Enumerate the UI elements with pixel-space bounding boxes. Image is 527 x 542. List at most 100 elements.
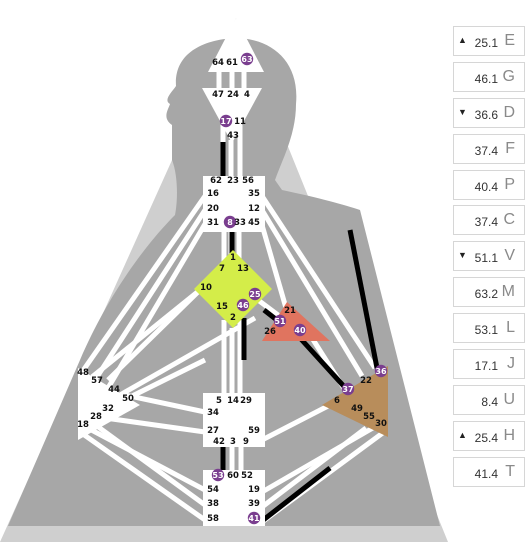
active-gate-marker bbox=[341, 382, 355, 396]
gate-28: 28 bbox=[90, 412, 102, 422]
gate-48: 48 bbox=[77, 368, 89, 378]
planet-gate-value: 36.6 bbox=[474, 107, 498, 122]
gate-55: 55 bbox=[363, 412, 375, 422]
gate-50: 50 bbox=[122, 394, 134, 404]
gate-59: 59 bbox=[248, 426, 260, 436]
gate-36: 36 bbox=[375, 367, 387, 376]
planet-gate-value: 37.4 bbox=[474, 215, 498, 230]
gate-60: 60 bbox=[227, 471, 239, 481]
venus-icon: V bbox=[504, 247, 515, 265]
gate-15: 15 bbox=[216, 302, 228, 312]
uranus-icon: U bbox=[503, 390, 515, 408]
gate-46: 46 bbox=[237, 301, 249, 310]
direction-arrow-icon: ▼ bbox=[458, 250, 467, 261]
gate-53: 53 bbox=[212, 471, 223, 480]
gate-47: 47 bbox=[212, 90, 224, 100]
planet-row: 8.4 U bbox=[453, 384, 525, 415]
defined-channels bbox=[220, 142, 380, 523]
gate-29: 29 bbox=[240, 396, 252, 406]
gate-19: 19 bbox=[248, 485, 260, 495]
gate-40: 40 bbox=[294, 326, 306, 335]
ego-center bbox=[262, 302, 330, 341]
active-gate-marker bbox=[240, 52, 254, 66]
planet-gate-value: 8.4 bbox=[481, 394, 498, 409]
sacral-center bbox=[203, 393, 265, 447]
gate-58: 58 bbox=[207, 514, 219, 524]
gate-27: 27 bbox=[207, 426, 219, 436]
gate-43: 43 bbox=[227, 131, 239, 141]
planet-gate-value: 46.1 bbox=[474, 71, 498, 86]
gate-22: 22 bbox=[360, 376, 372, 386]
gate-33: 33 bbox=[234, 218, 246, 228]
gate-32: 32 bbox=[102, 404, 114, 414]
active-gate-marker bbox=[247, 511, 261, 525]
north-node-icon: D bbox=[503, 103, 515, 121]
planet-row: 17.1 J bbox=[453, 349, 525, 380]
ajna-center bbox=[202, 88, 262, 143]
gate-3: 3 bbox=[230, 437, 236, 447]
planet-gate-value: 25.1 bbox=[474, 36, 498, 50]
active-gate-marker bbox=[293, 323, 307, 337]
active-gate-marker bbox=[219, 114, 233, 128]
planet-row: 46.1 G bbox=[453, 61, 525, 92]
planet-gate-value: 53.1 bbox=[474, 323, 498, 338]
gate-24: 24 bbox=[227, 90, 239, 100]
gate-52: 52 bbox=[241, 471, 253, 481]
active-gate-marker bbox=[211, 468, 225, 482]
gate-54: 54 bbox=[207, 485, 219, 495]
gate-7: 7 bbox=[219, 264, 225, 274]
gate-37: 37 bbox=[342, 385, 353, 394]
gate-11: 11 bbox=[234, 117, 246, 127]
gate-44: 44 bbox=[108, 385, 120, 395]
gate-63: 63 bbox=[241, 55, 252, 64]
gate-61: 61 bbox=[226, 58, 238, 68]
planet-gate-value: 40.4 bbox=[474, 179, 498, 194]
gate-30: 30 bbox=[375, 419, 387, 429]
planet-gate-value: 17.1 bbox=[474, 359, 498, 374]
gate-51: 51 bbox=[274, 317, 286, 326]
channels bbox=[78, 70, 386, 525]
gate-14: 14 bbox=[227, 396, 239, 406]
gate-31: 31 bbox=[207, 218, 219, 228]
gate-8: 8 bbox=[227, 218, 233, 227]
gate-5: 5 bbox=[216, 396, 222, 406]
sun-icon: E bbox=[504, 32, 515, 49]
active-gate-marker bbox=[223, 215, 237, 229]
south-node-icon: F bbox=[505, 139, 515, 157]
gate-39: 39 bbox=[248, 499, 260, 509]
planet-gate-value: 63.2 bbox=[474, 287, 498, 302]
gate-62: 62 bbox=[210, 176, 222, 186]
planet-row: 37.4 C bbox=[453, 205, 525, 236]
gate-26: 26 bbox=[264, 327, 276, 337]
gate-1: 1 bbox=[230, 253, 236, 263]
planet-row: ▲ 25.1 E bbox=[453, 26, 525, 56]
gate-21: 21 bbox=[284, 306, 296, 316]
gate-34: 34 bbox=[207, 408, 219, 418]
direction-arrow-icon: ▲ bbox=[458, 35, 467, 45]
solar-plexus-center bbox=[322, 366, 388, 437]
direction-arrow-icon: ▲ bbox=[458, 429, 467, 440]
active-gate-marker bbox=[374, 364, 388, 378]
gate-35: 35 bbox=[248, 189, 260, 199]
gate-45: 45 bbox=[248, 218, 260, 228]
gate-20: 20 bbox=[207, 204, 219, 214]
mercury-icon: C bbox=[503, 211, 515, 229]
jupiter-icon: L bbox=[506, 319, 515, 337]
active-gate-marker bbox=[273, 314, 287, 328]
active-gate-marker bbox=[236, 298, 250, 312]
active-gate-marker bbox=[248, 287, 262, 301]
gate-64: 64 bbox=[212, 58, 224, 68]
spleen-center bbox=[78, 368, 140, 440]
earth-icon: G bbox=[502, 67, 515, 85]
gate-49: 49 bbox=[351, 404, 363, 414]
gate-13: 13 bbox=[237, 264, 249, 274]
gate-41: 41 bbox=[248, 514, 260, 523]
gate-18: 18 bbox=[77, 420, 89, 430]
pluto-icon: T bbox=[505, 462, 515, 480]
saturn-icon: J bbox=[507, 355, 515, 373]
gate-16: 16 bbox=[207, 189, 219, 199]
